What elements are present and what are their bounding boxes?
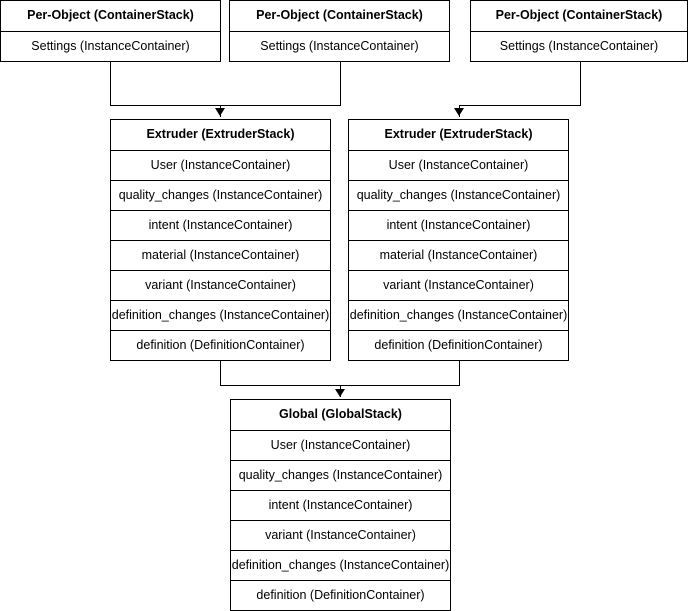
arrowhead-global — [335, 389, 345, 397]
node-row-user: User (InstanceContainer) — [231, 431, 450, 461]
node-row-definition-changes: definition_changes (InstanceContainer) — [111, 301, 330, 331]
node-row-variant: variant (InstanceContainer) — [349, 271, 568, 301]
node-row-settings: Settings (InstanceContainer) — [31, 39, 190, 53]
node-global-stack[interactable]: Global (GlobalStack) User (InstanceConta… — [230, 399, 451, 611]
node-row-definition-changes: definition_changes (InstanceContainer) — [349, 301, 568, 331]
node-row-intent: intent (InstanceContainer) — [111, 211, 330, 241]
node-row-settings: Settings (InstanceContainer) — [499, 39, 659, 53]
node-header: Per-Object (ContainerStack) — [1, 1, 220, 32]
node-header: Global (GlobalStack) — [231, 400, 450, 431]
connector-perobject1-down — [110, 62, 111, 106]
node-row-definition: definition (DefinitionContainer) — [136, 338, 305, 352]
node-row-definition: definition (DefinitionContainer) — [256, 588, 425, 602]
node-row-material: material (InstanceContainer) — [111, 241, 330, 271]
node-header: Extruder (ExtruderStack) — [111, 120, 330, 151]
node-row-user: User (InstanceContainer) — [349, 151, 568, 181]
connector-perobject3-join — [459, 105, 581, 106]
arrowhead-extruder2 — [454, 108, 464, 116]
node-row-definition: definition (DefinitionContainer) — [374, 338, 543, 352]
node-row-variant: variant (InstanceContainer) — [111, 271, 330, 301]
node-row-material: material (InstanceContainer) — [349, 241, 568, 271]
node-row-variant: variant (InstanceContainer) — [231, 521, 450, 551]
connector-perobject12-join — [110, 105, 341, 106]
node-row-user: User (InstanceContainer) — [111, 151, 330, 181]
node-header: Per-Object (ContainerStack) — [230, 1, 449, 32]
node-row-intent: intent (InstanceContainer) — [349, 211, 568, 241]
node-header: Per-Object (ContainerStack) — [471, 1, 687, 32]
node-extruder-2[interactable]: Extruder (ExtruderStack) User (InstanceC… — [348, 119, 569, 361]
node-row-definition-changes: definition_changes (InstanceContainer) — [231, 551, 450, 581]
node-row-quality-changes: quality_changes (InstanceContainer) — [111, 181, 330, 211]
node-row-settings: Settings (InstanceContainer) — [260, 39, 419, 53]
node-header: Extruder (ExtruderStack) — [349, 120, 568, 151]
node-extruder-1[interactable]: Extruder (ExtruderStack) User (InstanceC… — [110, 119, 331, 361]
arrowhead-extruder1 — [215, 108, 225, 116]
node-row-intent: intent (InstanceContainer) — [231, 491, 450, 521]
connector-extruder2-down — [459, 361, 460, 386]
connector-perobject3-down — [580, 62, 581, 106]
connector-extruder1-down — [220, 361, 221, 386]
node-row-quality-changes: quality_changes (InstanceContainer) — [349, 181, 568, 211]
node-per-object-3[interactable]: Per-Object (ContainerStack) Settings (In… — [470, 0, 688, 62]
node-row-quality-changes: quality_changes (InstanceContainer) — [231, 461, 450, 491]
node-per-object-1[interactable]: Per-Object (ContainerStack) Settings (In… — [0, 0, 221, 62]
node-per-object-2[interactable]: Per-Object (ContainerStack) Settings (In… — [229, 0, 450, 62]
connector-perobject2-down — [340, 62, 341, 106]
